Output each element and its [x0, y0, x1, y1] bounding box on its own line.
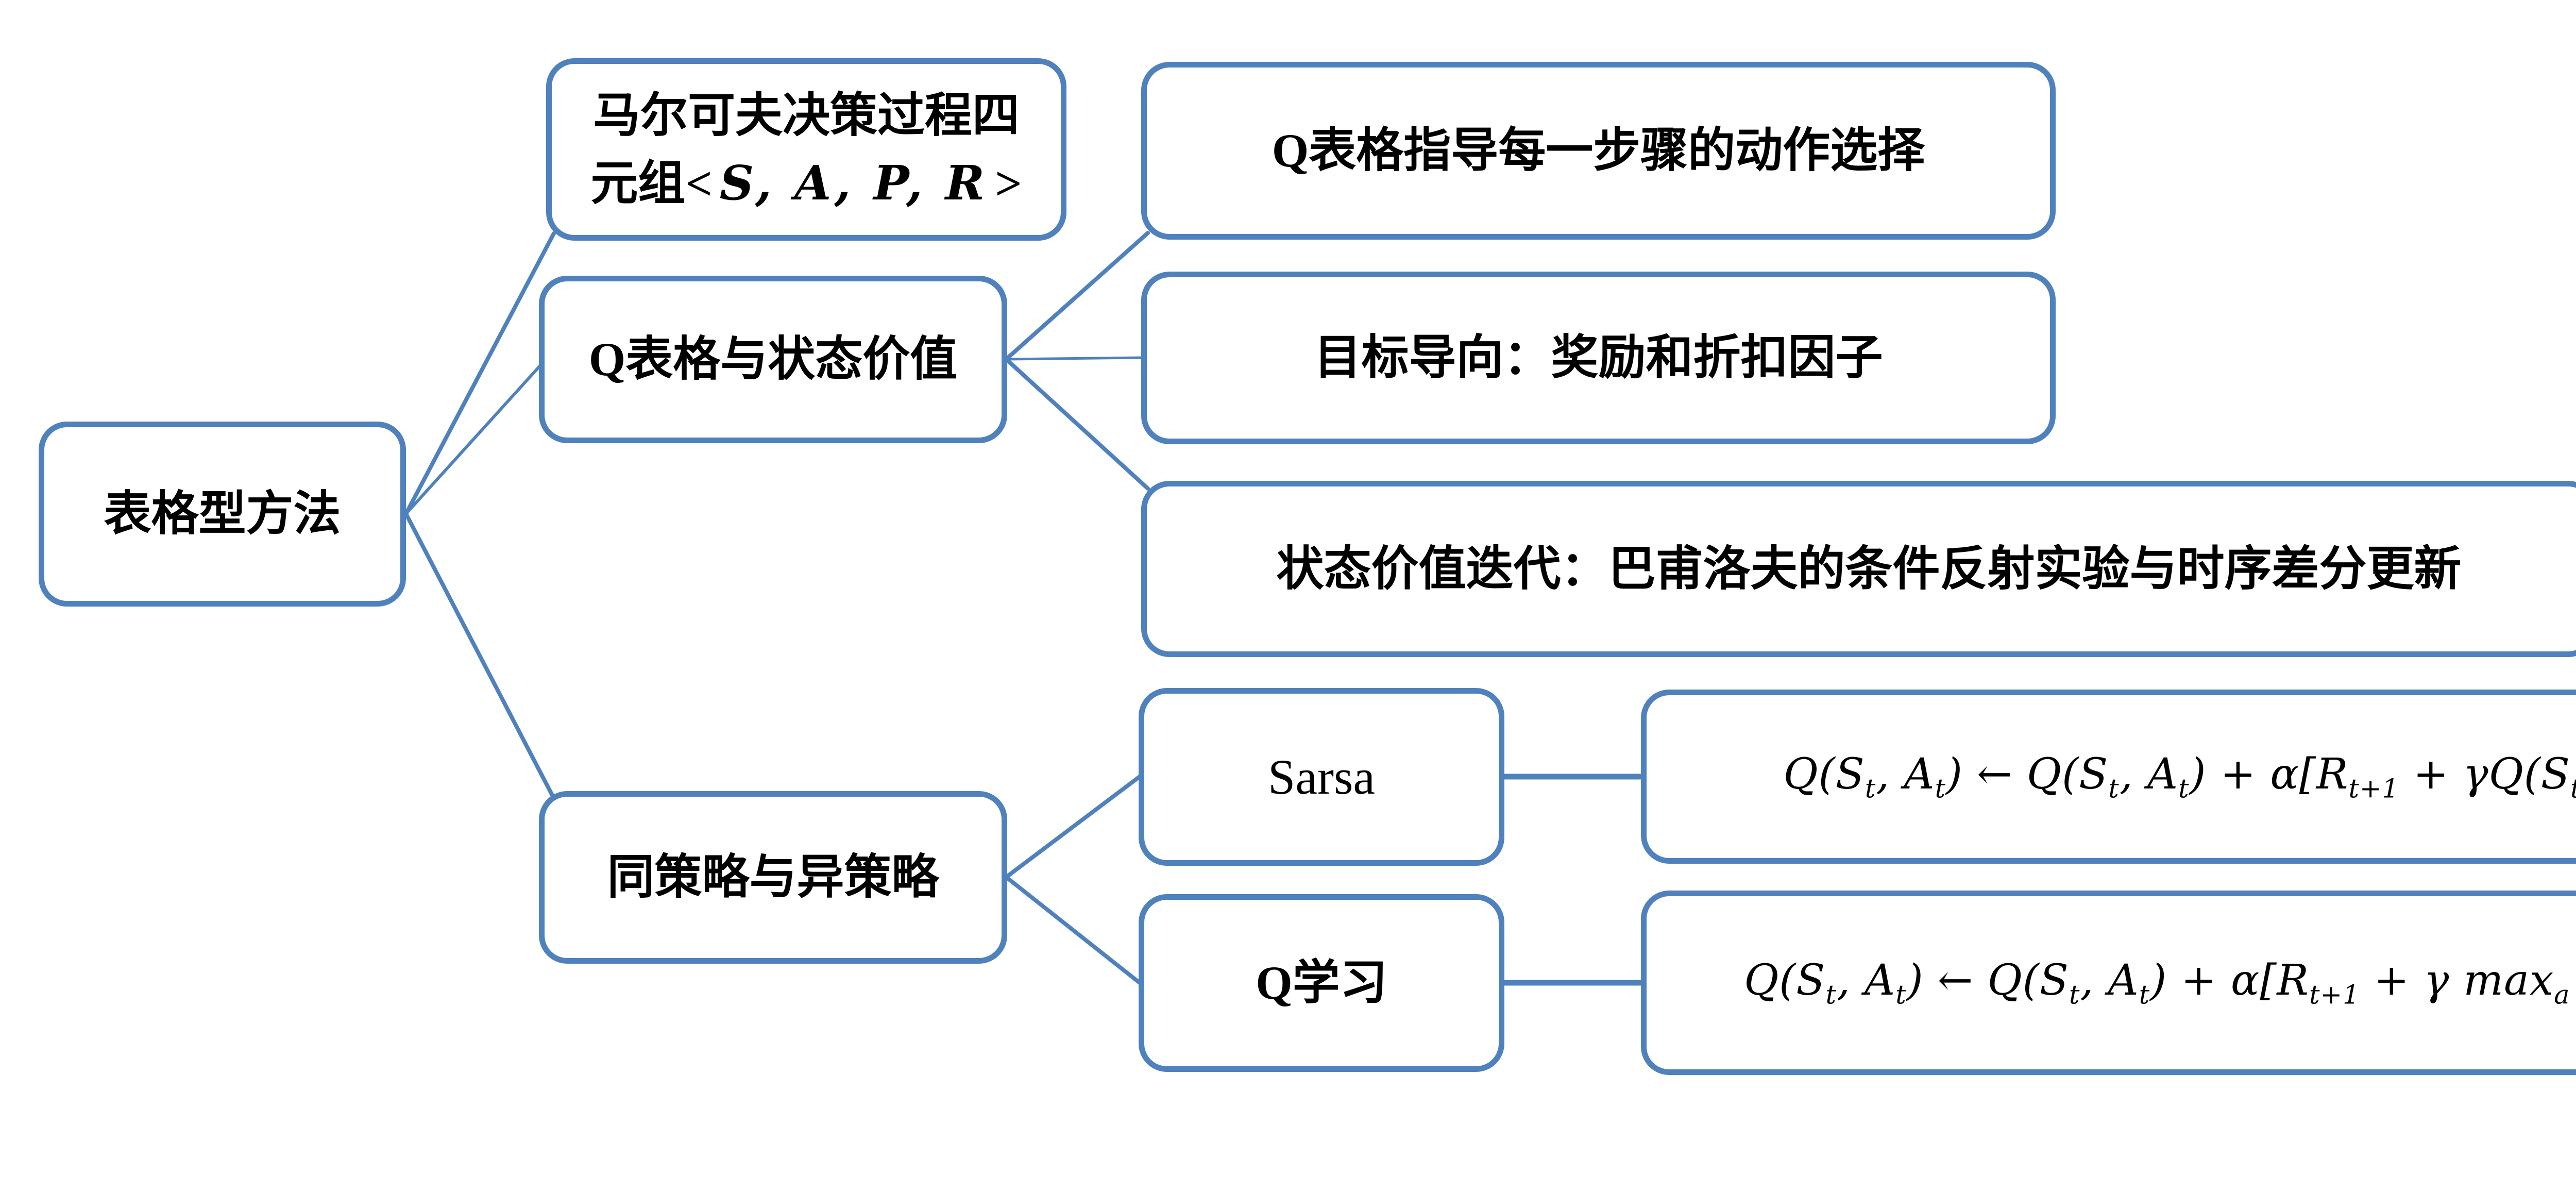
node-value-iteration: 状态价值迭代：巴甫洛夫的条件反射实验与时序差分更新: [1141, 481, 2576, 657]
node-qtable-action-selection-label: Q表格指导每一步骤的动作选择: [1272, 124, 1925, 177]
node-sarsa-label: Sarsa: [1268, 749, 1375, 804]
node-qtable-label: Q表格与状态价值: [588, 333, 958, 386]
qlearning-update-formula: Q(St, At) ← Q(St, At) + α[Rt+1 + γ maxa …: [1744, 955, 2570, 1010]
connector-qtable-to-child1: [1004, 231, 1150, 361]
connector-qtable-to-child3: [1004, 357, 1150, 491]
tuple-prefix: 元组<: [590, 157, 713, 210]
node-mdp-tuple: 马尔可夫决策过程四 元组< S, A, P, R >: [546, 58, 1066, 241]
node-policy: 同策略与异策略: [539, 791, 1007, 964]
node-root: 表格型方法: [39, 422, 406, 607]
node-qlearning: Q学习: [1139, 894, 1504, 1072]
node-policy-label: 同策略与异策略: [607, 851, 939, 904]
node-sarsa-formula: Q(St, At) ← Q(St, At) + α[Rt+1 + γQ(St+1…: [1641, 690, 2576, 864]
node-goal-oriented-label: 目标导向：奖励和折扣因子: [1314, 331, 1883, 384]
node-value-iteration-label: 状态价值迭代：巴甫洛夫的条件反射实验与时序差分更新: [1276, 542, 2462, 595]
node-qtable-action-selection: Q表格指导每一步骤的动作选择: [1141, 62, 2056, 240]
tuple-suffix: >: [995, 157, 1022, 210]
tuple-math-symbols: S, A, P, R: [719, 155, 988, 211]
connector-root-to-policy: [404, 512, 556, 800]
connector-qtable-to-child2: [1005, 356, 1144, 361]
node-qlearning-formula: Q(St, At) ← Q(St, At) + α[Rt+1 + γ maxa …: [1641, 891, 2576, 1075]
connector-policy-to-qlearning: [1004, 875, 1142, 985]
connector-root-to-mdp: [404, 231, 556, 516]
connector-root-to-qtable: [404, 364, 541, 515]
connector-policy-to-sarsa: [1004, 775, 1142, 879]
sarsa-update-formula: Q(St, At) ← Q(St, At) + α[Rt+1 + γQ(St+1…: [1783, 749, 2576, 804]
node-mdp-line2: 元组< S, A, P, R >: [590, 149, 1022, 217]
node-qtable: Q表格与状态价值: [539, 276, 1007, 443]
node-root-label: 表格型方法: [104, 488, 341, 541]
node-qlearning-label: Q学习: [1256, 956, 1387, 1010]
node-mdp-line1: 马尔可夫决策过程四: [592, 89, 1020, 142]
node-goal-oriented: 目标导向：奖励和折扣因子: [1141, 272, 2056, 444]
node-sarsa: Sarsa: [1139, 688, 1504, 866]
